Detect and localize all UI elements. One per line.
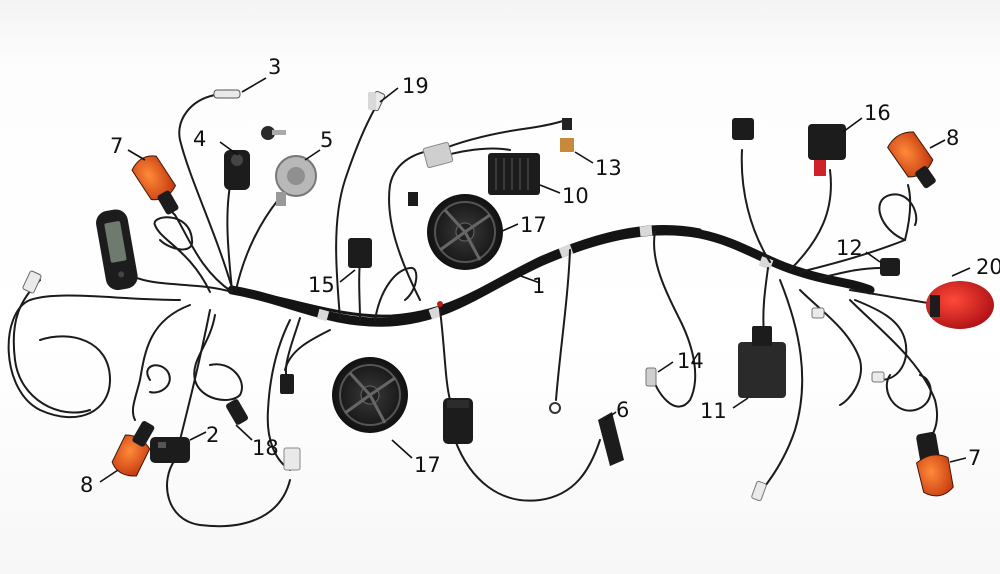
- callout-labels: 1 2 3 4 5 6 7 7 8 8 10 11 12 13 14 15 16…: [80, 55, 1000, 497]
- starter-relay: [808, 124, 846, 176]
- ignition-switch: [224, 126, 286, 190]
- callout-8-left: 8: [80, 473, 93, 497]
- callout-4: 4: [193, 127, 206, 151]
- callout-10: 10: [562, 184, 589, 208]
- callout-13: 13: [595, 156, 622, 180]
- callout-8-right: 8: [946, 126, 959, 150]
- callout-17-upper: 17: [520, 213, 547, 237]
- callout-12: 12: [836, 236, 863, 260]
- callout-2: 2: [206, 423, 219, 447]
- turn-signal-rear-left: [111, 421, 155, 477]
- turn-signal-front-right: [887, 131, 936, 189]
- left-branches: [7, 89, 301, 528]
- handlebar-switch: [150, 437, 190, 463]
- callout-17-lower: 17: [414, 453, 441, 477]
- callout-7-right: 7: [968, 446, 981, 470]
- spark-plug-cap: [598, 412, 624, 466]
- callout-14: 14: [677, 349, 704, 373]
- cooling-fan-lower: [332, 357, 408, 433]
- callout-19: 19: [402, 74, 429, 98]
- relay-15: [348, 238, 372, 268]
- sensor-14: [645, 367, 657, 387]
- cooling-fan-upper: [427, 194, 503, 270]
- fan-connector: [422, 141, 454, 169]
- temperature-sensor: [560, 118, 574, 152]
- callout-7-left: 7: [110, 134, 123, 158]
- callout-6: 6: [616, 398, 629, 422]
- callout-11: 11: [700, 399, 727, 423]
- turn-signal-front-left: [131, 155, 179, 215]
- callout-15: 15: [308, 273, 335, 297]
- callout-1: 1: [532, 274, 545, 298]
- connector-18: [226, 399, 248, 425]
- turn-signal-rear-right: [915, 431, 954, 497]
- horn: [275, 155, 317, 206]
- center-branches: [284, 90, 804, 502]
- callout-18: 18: [252, 436, 279, 460]
- flasher-relay: [880, 258, 900, 276]
- regulator-rectifier: [488, 153, 540, 195]
- cdi-unit: [738, 326, 786, 398]
- callout-leaders: [99, 77, 971, 483]
- callout-3: 3: [268, 55, 281, 79]
- callout-20: 20: [976, 255, 1000, 279]
- ignition-coil: [443, 398, 473, 444]
- callout-5: 5: [320, 128, 333, 152]
- right-branches: [740, 149, 941, 441]
- tail-light: [926, 281, 994, 329]
- instrument-cluster: [96, 209, 138, 291]
- connector-19: [368, 92, 376, 110]
- connector-top-right: [732, 118, 754, 140]
- callout-16: 16: [864, 101, 891, 125]
